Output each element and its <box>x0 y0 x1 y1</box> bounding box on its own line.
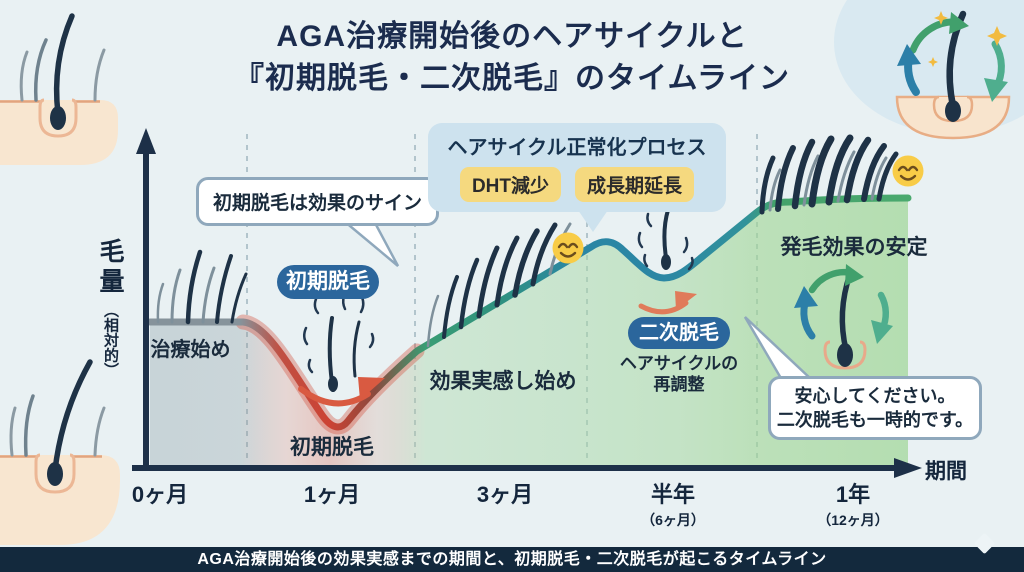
speech-tail <box>340 219 400 267</box>
readjustment-line-2: 再調整 <box>653 375 705 394</box>
phase-label-treatment-start: 治療始め <box>150 339 231 361</box>
hair-volume-curve <box>146 194 912 431</box>
readjustment-line-1: ヘアサイクルの <box>619 354 739 373</box>
y-axis-label-main: 毛量 <box>96 238 124 298</box>
page-title: AGA治療開始後のヘアサイクルと 『初期脱毛・二次脱毛』のタイムライン <box>0 16 1024 100</box>
x-tick-3-months: 3ヶ月 <box>476 482 534 507</box>
x-tick-1-month: 1ヶ月 <box>303 482 361 507</box>
phase-label-effect-felt: 効果実感し始め <box>429 370 577 393</box>
smiley-face-icon <box>892 155 924 187</box>
hair-tuft-icon-start <box>156 249 248 325</box>
hair-follicle-icon-bottom-left <box>0 359 120 545</box>
y-axis-label-sub: （相対的） <box>102 302 119 378</box>
y-axis <box>136 128 156 466</box>
footer-caption-bar: AGA治療開始後の効果実感までの期間と、初期脱毛・二次脱毛が起こるタイムライン <box>0 547 1024 572</box>
recovery-arrow-icon-red <box>298 377 385 407</box>
phase-label-cycle-readjustment: ヘアサイクルの 再調整 <box>605 353 753 395</box>
x-axis <box>132 458 922 478</box>
hair-follicle-icon-top-left <box>0 13 118 165</box>
dht-reduction-badge: DHT減少 <box>459 167 562 202</box>
hair-tuft-icon-recovery <box>426 222 572 348</box>
initial-shedding-badge: 初期脱毛 <box>277 265 379 299</box>
normalization-title: ヘアサイクル正常化プロセス <box>447 137 707 159</box>
x-tick-0-months: 0ヶ月 <box>131 482 189 507</box>
y-axis-label: 毛量 （相対的） <box>92 238 128 377</box>
normalization-callout: ヘアサイクル正常化プロセス DHT減少 成長期延長 <box>428 123 726 212</box>
callout-tail <box>578 210 608 232</box>
curve-area-fill <box>150 198 908 465</box>
sparkle-icon <box>928 11 1007 67</box>
normalization-badges: DHT減少 成長期延長 <box>428 167 726 202</box>
reassurance-line-2: 二次脱毛も一時的です。 <box>776 410 974 430</box>
reassurance-line-1: 安心してください。 <box>794 386 956 406</box>
title-line-2: 『初期脱毛・二次脱毛』のタイムライン <box>234 62 790 95</box>
shedding-tip-speech-bubble: 初期脱毛は効果のサイン <box>196 177 440 226</box>
falling-hairs-icon <box>303 294 375 392</box>
secondary-shedding-hair-icon <box>637 208 694 271</box>
reassurance-speech-bubble: 安心してください。 二次脱毛も一時的です。 <box>768 376 982 440</box>
hair-cycle-icon-top-right <box>895 10 1011 140</box>
hair-tuft-icon-stability <box>759 134 899 215</box>
growth-extension-badge: 成長期延長 <box>575 167 695 202</box>
secondary-shedding-badge: 二次脱毛 <box>628 317 730 349</box>
phase-label-initial-shedding: 初期脱毛 <box>290 436 374 459</box>
smiley-face-icon <box>552 232 584 264</box>
recovery-arrow-icon-orange <box>638 291 697 315</box>
x-axis-label: 期間 <box>925 460 967 483</box>
x-tick-12-months: 1年 （12ヶ月） <box>817 482 889 528</box>
phase-label-stability: 発毛効果の安定 <box>780 236 928 259</box>
hair-cycle-icon <box>794 264 893 370</box>
title-line-1: AGA治療開始後のヘアサイクルと <box>276 20 748 53</box>
x-tick-6-months: 半年 （6ヶ月） <box>641 482 705 528</box>
